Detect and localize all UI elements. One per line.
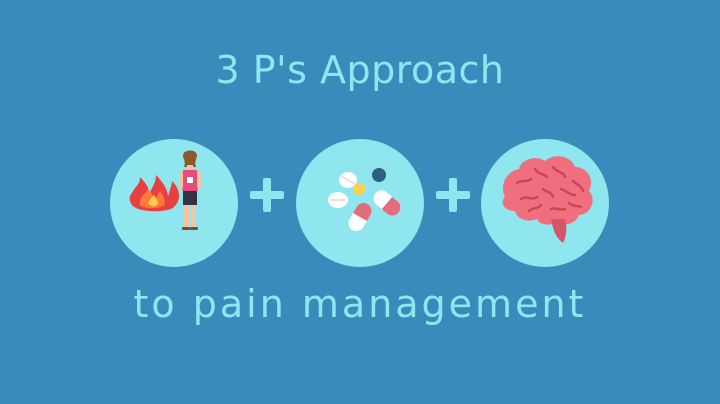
plus-icon bbox=[250, 178, 284, 212]
physical-circle bbox=[110, 139, 238, 267]
pharmacological-circle bbox=[296, 139, 424, 267]
brain-icon bbox=[502, 156, 593, 243]
plus-icon bbox=[436, 178, 470, 212]
fire-person-icon bbox=[129, 150, 201, 230]
slide-subtitle: to pain management bbox=[133, 282, 587, 326]
slide-title: 3 P's Approach bbox=[215, 48, 505, 92]
psychological-circle bbox=[481, 139, 609, 267]
pills-icon bbox=[328, 168, 401, 232]
